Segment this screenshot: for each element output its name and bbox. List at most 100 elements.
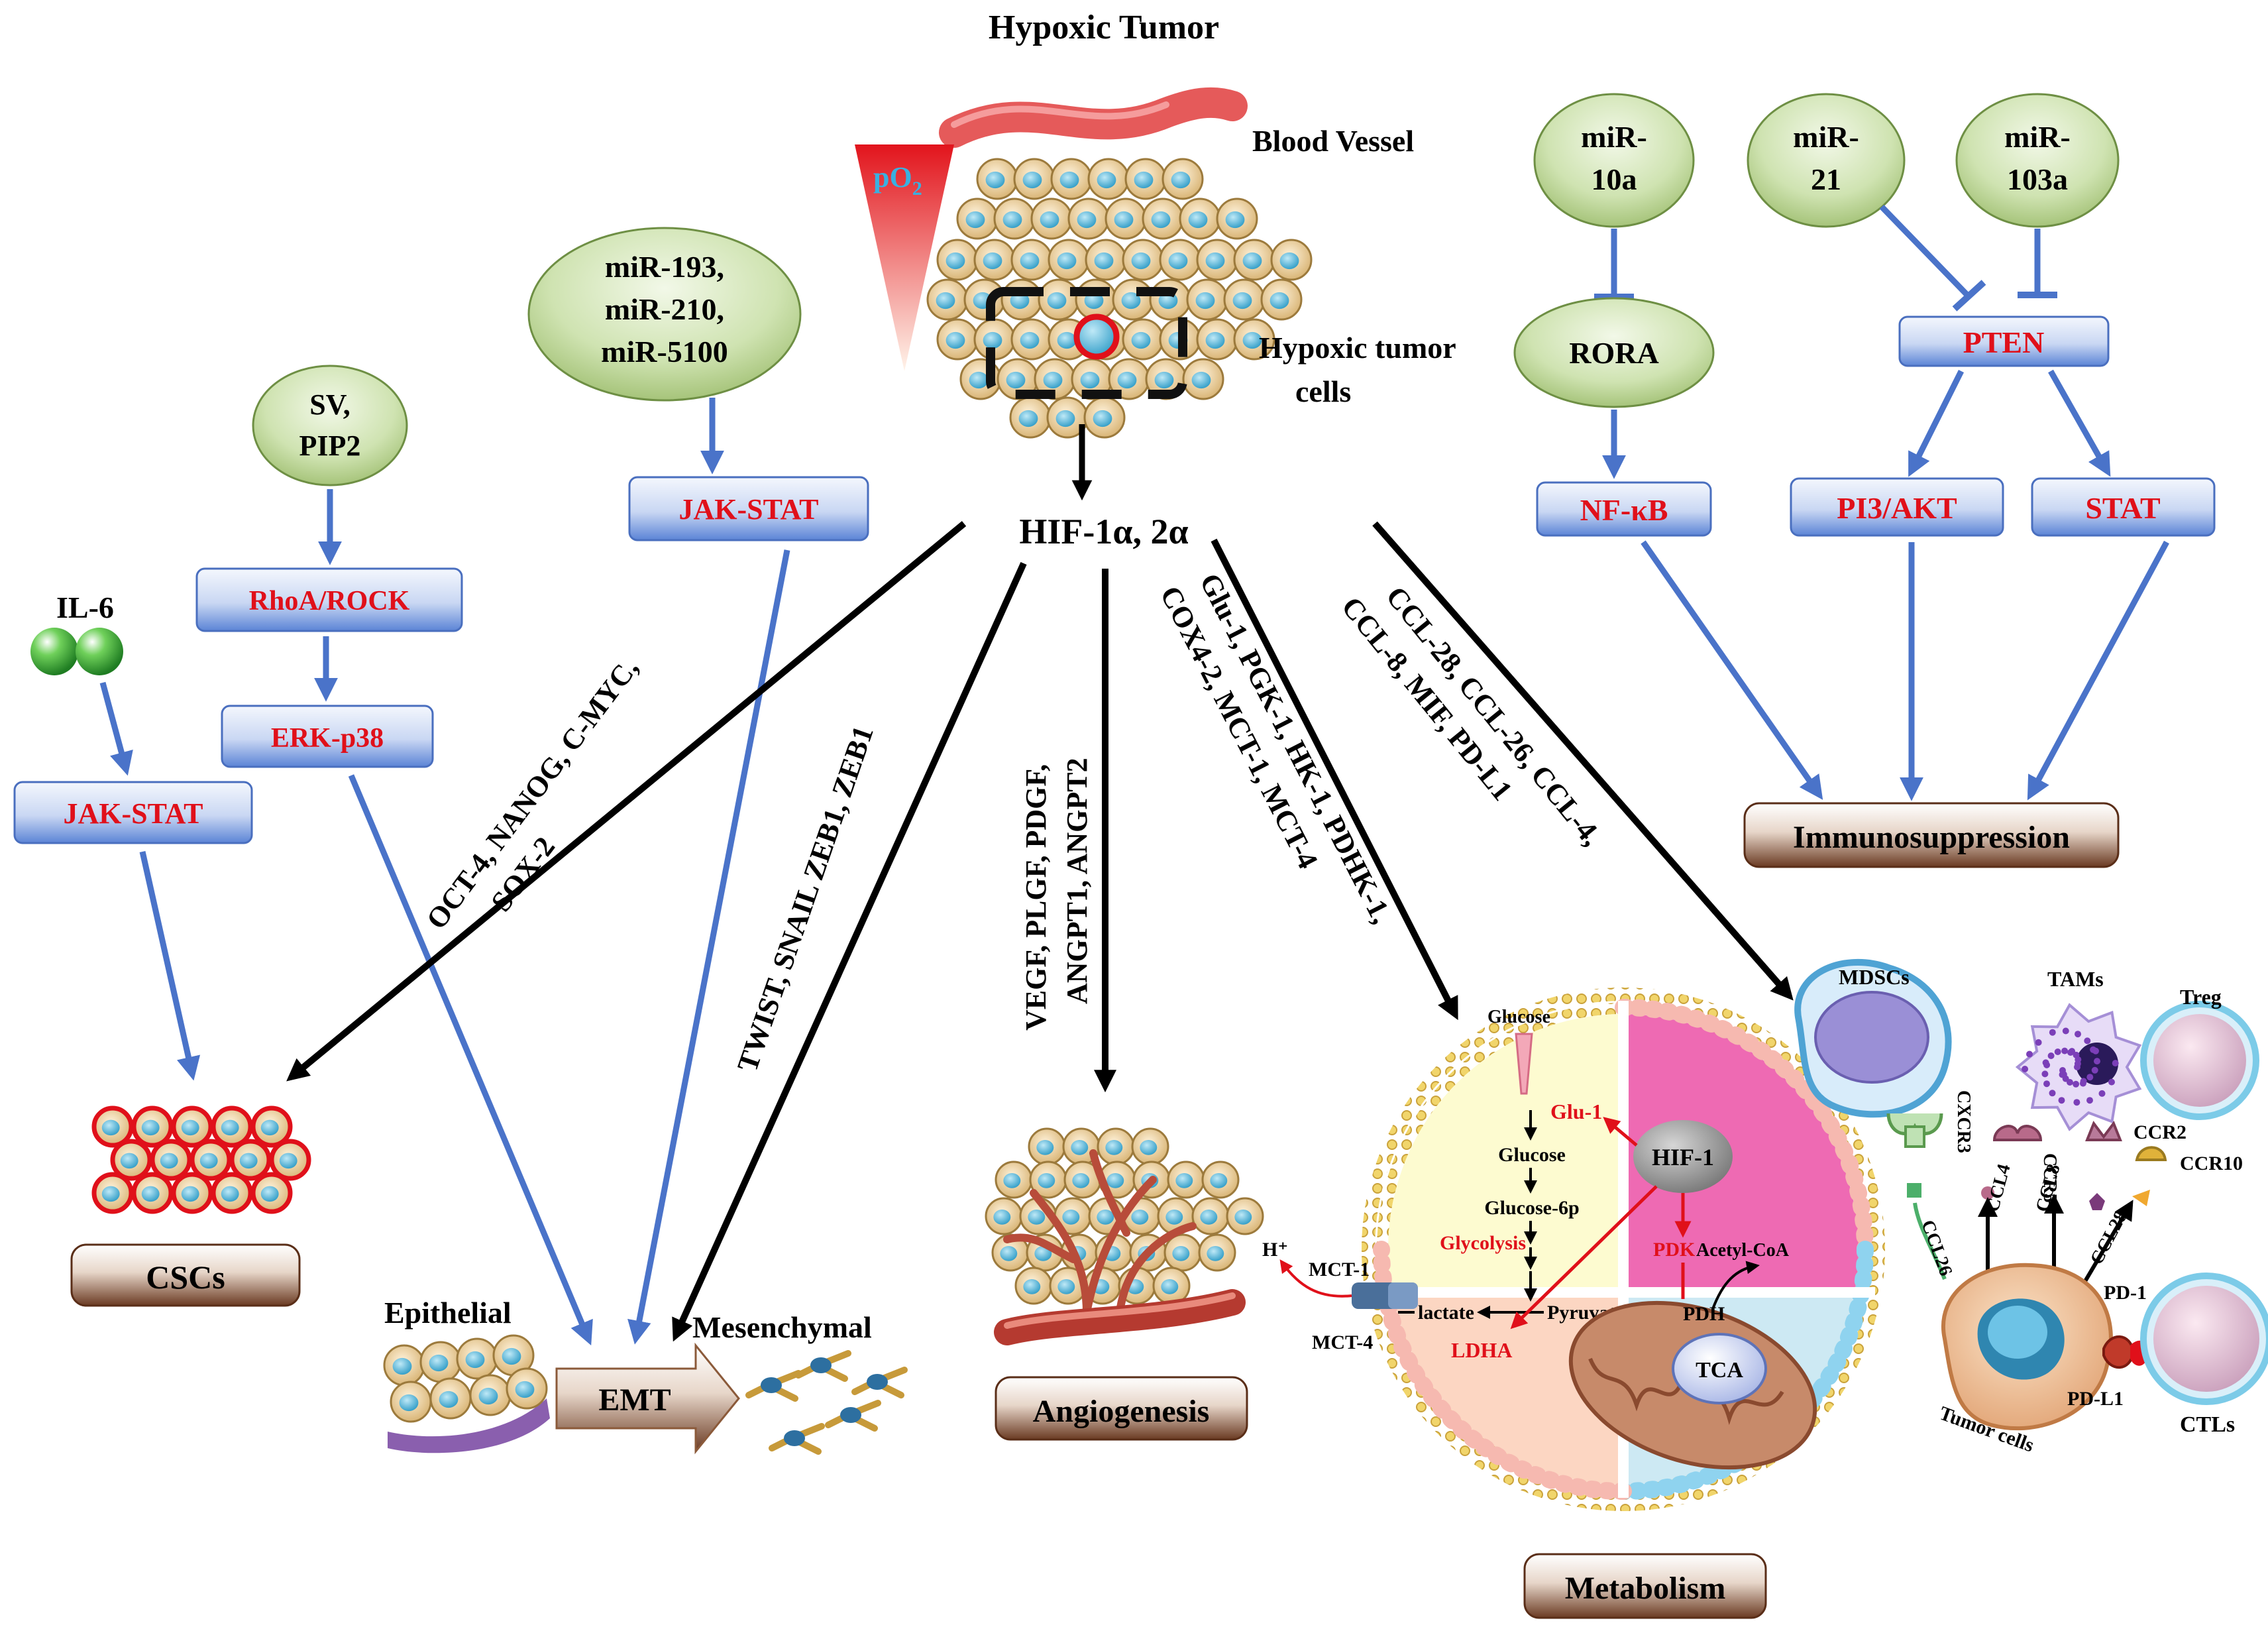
mesenchymal-cell-icon bbox=[769, 1423, 825, 1455]
tumor-cell-icon bbox=[976, 158, 1018, 200]
tumor-cell-icon bbox=[1105, 198, 1147, 240]
glucose-outside-label: Glucose bbox=[1487, 1007, 1550, 1027]
mir-21-oval: miR-21 bbox=[1747, 93, 1906, 228]
glucose-inside-label: Glucose bbox=[1498, 1144, 1566, 1166]
pdk-label: PDK bbox=[1653, 1239, 1696, 1261]
mesenchymal-cell-icon bbox=[851, 1367, 908, 1398]
sv-pip2-oval: SV,PIP2 bbox=[252, 365, 408, 486]
angiogenesis-tumor bbox=[985, 1127, 1264, 1305]
metabolism-box: Metabolism bbox=[1523, 1553, 1767, 1619]
jak-stat-to-cscs-arrow bbox=[139, 851, 201, 1081]
po2-label: pO2 bbox=[873, 161, 922, 199]
tumor-cell-icon bbox=[1063, 1161, 1102, 1199]
tumor-cell-icon bbox=[1196, 318, 1238, 361]
jak-stat-center-box: JAK-STAT bbox=[628, 476, 869, 541]
treg-cell-icon bbox=[2140, 1001, 2259, 1120]
tumor-cell-icon bbox=[1010, 239, 1053, 281]
tumor-cell-icon bbox=[171, 1172, 213, 1214]
glu1-label: Glu-1 bbox=[1550, 1100, 1602, 1123]
cscs-box: CSCs bbox=[70, 1243, 301, 1307]
hypoxic-focus-bracket bbox=[986, 287, 1187, 399]
svg-text:PI3/AKT: PI3/AKT bbox=[1837, 491, 1957, 525]
svg-text:RhoA/ROCK: RhoA/ROCK bbox=[249, 586, 410, 616]
tumor-cell-icon bbox=[1152, 1267, 1191, 1305]
ctl-cell-icon bbox=[2140, 1273, 2268, 1405]
tumor-cell-icon bbox=[1163, 1233, 1202, 1272]
pten-to-pi3akt-arrow bbox=[1908, 369, 1965, 477]
tumor-cell-icon bbox=[1112, 278, 1154, 321]
immunosuppression-box: Immunosuppression bbox=[1743, 802, 2120, 868]
mir21-inhibits-pten bbox=[1879, 204, 1986, 312]
pdl1-label: PD-L1 bbox=[2067, 1388, 2124, 1410]
tumor-cell-icon bbox=[1097, 1127, 1135, 1166]
mesenchymal-cell-icon bbox=[825, 1400, 881, 1432]
mdsc-cell-icon bbox=[1794, 959, 1952, 1118]
tumor-cell-icon bbox=[91, 1172, 134, 1214]
tumor-cell-icon bbox=[1198, 1233, 1236, 1272]
tumor-cell-icon bbox=[1161, 158, 1204, 200]
tumor-cell-icon bbox=[1159, 239, 1201, 281]
pdh-label: PDH bbox=[1683, 1303, 1725, 1325]
tumor-cell-icon bbox=[1186, 278, 1228, 321]
mir-193-210-5100-oval: miR-193,miR-210,miR-5100 bbox=[527, 227, 802, 402]
angiogenesis-vessel-tube bbox=[994, 1289, 1246, 1345]
blood-vessel-label: Blood Vessel bbox=[1252, 124, 1414, 158]
mct4-label: MCT-4 bbox=[1312, 1331, 1373, 1353]
tumor-cell-icon bbox=[1226, 1197, 1264, 1235]
hif-label: HIF-1α, 2α bbox=[1019, 512, 1188, 551]
emt-label: EMT bbox=[598, 1383, 671, 1418]
emt-arrow-shape: EMT bbox=[555, 1342, 740, 1455]
svg-text:miR-10a: miR-10a bbox=[1581, 120, 1647, 196]
svg-text:miR-103a: miR-103a bbox=[2004, 120, 2071, 196]
tumor-cell-icon bbox=[1122, 318, 1164, 361]
svg-text:JAK-STAT: JAK-STAT bbox=[63, 797, 203, 830]
tumor-cell-icon bbox=[506, 1367, 548, 1410]
ccl8-ligand-icon bbox=[2089, 1193, 2105, 1210]
ccl4-ligand-icon bbox=[1981, 1186, 1994, 1200]
po2-gradient: pO2 bbox=[855, 144, 954, 371]
tumor-cell-icon bbox=[1000, 278, 1043, 321]
ccr10-receptor-icon bbox=[2135, 1146, 2167, 1161]
hif-to-emt-arrow bbox=[672, 561, 1027, 1342]
tumor-cell-icon bbox=[250, 1172, 293, 1214]
tumor-cell-icon bbox=[1010, 318, 1053, 361]
mir103a-inhibits-pten bbox=[2018, 229, 2057, 298]
pten-box: PTEN bbox=[1898, 315, 2110, 367]
tumor-cell-icon bbox=[456, 1337, 498, 1380]
stat-box: STAT bbox=[2031, 477, 2216, 537]
angiogenesis-vessels bbox=[1003, 1149, 1197, 1316]
tumor-cell-icon bbox=[1014, 1267, 1053, 1305]
tumor-cell-icon bbox=[1270, 239, 1313, 281]
tumor-cell-icon bbox=[110, 1139, 152, 1181]
ccl26-arrow bbox=[1913, 1202, 1947, 1280]
svg-text:RORA: RORA bbox=[1569, 336, 1658, 370]
glut1-transporter-icon bbox=[1515, 1033, 1533, 1095]
cxcr3-label: CXCR3 bbox=[1953, 1090, 1974, 1153]
mir-10a-oval: miR-10a bbox=[1533, 93, 1695, 228]
tumor-cell-icon bbox=[419, 1341, 462, 1383]
svg-text:Metabolism: Metabolism bbox=[1565, 1571, 1726, 1606]
tumor-cell-icon bbox=[926, 278, 969, 321]
ccl26-label: CCL26 bbox=[1917, 1218, 1956, 1278]
tumor-cell-icon bbox=[993, 198, 1036, 240]
ccr10-label: CCR10 bbox=[2180, 1153, 2243, 1174]
tumor-cell-icon bbox=[1233, 239, 1275, 281]
tumor-cell-icon bbox=[131, 1105, 174, 1148]
tumor-cell-icon bbox=[1030, 198, 1073, 240]
ccr2-receptor-icon bbox=[2085, 1120, 2122, 1141]
tca-node-icon bbox=[1672, 1333, 1767, 1404]
tumor-cell-icon bbox=[1182, 358, 1224, 400]
tumor-cell-icon bbox=[1260, 278, 1303, 321]
mir-103a-oval: miR-103a bbox=[1955, 93, 2120, 228]
tumor-cell-icon bbox=[1223, 278, 1266, 321]
tumor-cell-icon bbox=[1087, 158, 1130, 200]
tumor-cell-icon bbox=[269, 1139, 311, 1181]
tumor-cell-icon bbox=[131, 1172, 174, 1214]
nfkb-box: NF-κB bbox=[1536, 481, 1712, 537]
rora-oval: RORA bbox=[1513, 297, 1715, 408]
cxcr3-receptor-icon bbox=[1886, 1113, 1943, 1148]
tam-cell-icon bbox=[2015, 1003, 2142, 1131]
diagram-title: Hypoxic Tumor bbox=[989, 9, 1219, 46]
tumor-cell-icon bbox=[211, 1172, 253, 1214]
